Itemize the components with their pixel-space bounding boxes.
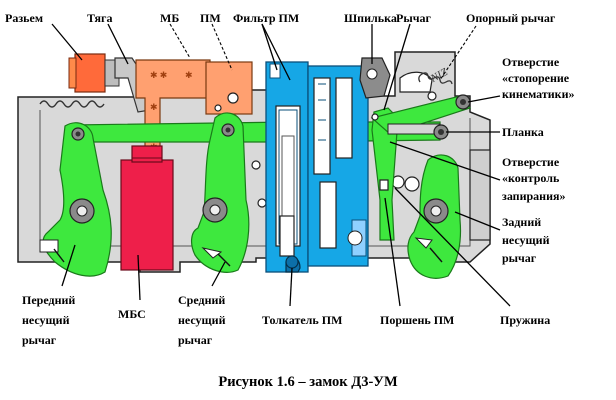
label-sredniy-3: рычаг [178,333,213,347]
label-razem: Разьем [5,11,43,25]
label-sredniy-2: несущий [178,313,226,327]
label-zadniy-3: рычаг [502,251,537,265]
label-tolkatel-pm: Толкатель ПМ [262,313,342,327]
label-zadniy-2: несущий [502,233,550,247]
label-pruzhina: Пружина [500,313,550,327]
svg-text:✱: ✱ [185,70,193,80]
label-filtr-pm: Фильтр ПМ [233,11,299,25]
leader-lines [51,23,511,307]
planka [387,123,449,140]
label-tyaga: Тяга [87,11,113,25]
top-spring [39,100,105,108]
rear-carrying-lever [407,154,462,279]
label-shpilka: Шпилька [344,11,397,25]
mbs-block [120,145,174,271]
label-otverstie-stop-3: кинематики» [502,87,575,101]
stud [359,57,391,99]
front-carrying-lever [39,122,112,277]
pm-body [265,61,369,273]
connector [68,53,120,93]
label-otverstie-stop-2: «стопорение [502,71,570,85]
label-otverstie-kontrol-2: «контроль [502,171,560,185]
label-opornyy-rychag: Опорный рычаг [466,11,556,25]
green-lever [371,107,399,241]
svg-text:✱: ✱ [150,102,158,112]
middle-carrying-lever [191,112,250,273]
label-peredniy-2: несущий [22,313,70,327]
label-mbs: МБС [118,307,146,321]
svg-text:✱ ✱: ✱ ✱ [150,70,167,80]
label-otverstie-stop-1: Отверстие [502,55,560,69]
label-pm: ПМ [200,11,221,25]
label-otverstie-kontrol-1: Отверстие [502,155,560,169]
labels: Разьем Тяга МБ ПМ Фильтр ПМ Шпилька Рыча… [5,11,575,390]
label-rychag: Рычаг [396,11,431,25]
pm-pusher [285,255,301,273]
label-porshen-pm: Поршень ПМ [380,313,454,327]
label-otverstie-kontrol-3: запирания» [502,189,566,203]
label-planka: Планка [502,125,544,139]
label-sredniy-1: Средний [178,293,225,307]
label-peredniy-1: Передний [22,293,75,307]
label-mb: МБ [160,11,179,25]
figure-caption: Рисунок 1.6 – замок Д3-УМ [218,374,398,390]
label-peredniy-3: рычаг [22,333,57,347]
label-zadniy-1: Задний [502,215,541,229]
